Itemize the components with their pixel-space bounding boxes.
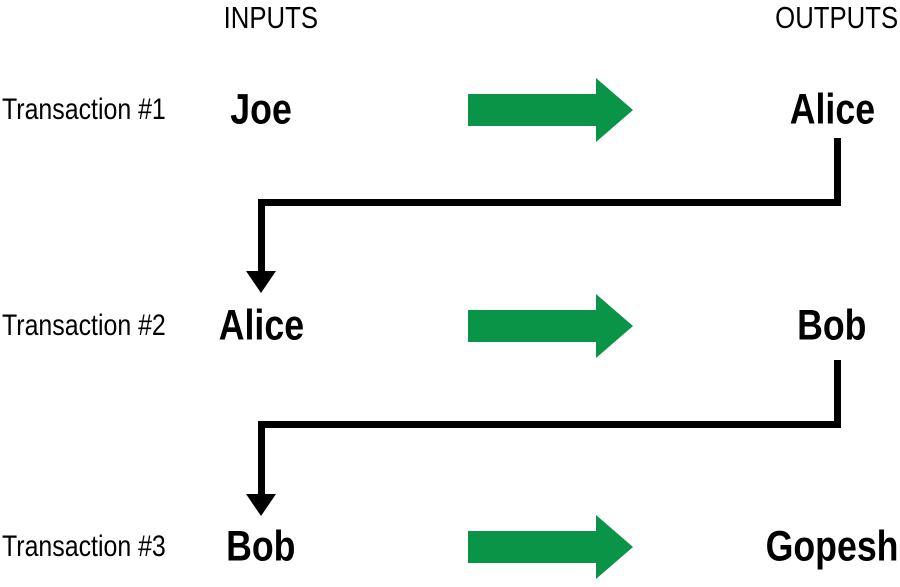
transaction-1-label: Transaction #1 xyxy=(2,93,166,126)
transaction-2-input-name: Alice xyxy=(218,301,304,350)
transaction-1-input-name: Joe xyxy=(230,85,292,134)
connector-line xyxy=(258,421,841,428)
inputs-column-header: INPUTS xyxy=(186,2,356,33)
connector-line xyxy=(258,199,265,271)
flow-arrow-head xyxy=(596,294,633,358)
transaction-row-1: Transaction #1 Joe Alice xyxy=(0,75,900,145)
connector-line xyxy=(834,138,841,206)
connector-line xyxy=(258,421,265,494)
transaction-row-2: Transaction #2 Alice Bob xyxy=(0,291,900,361)
flow-arrow-icon xyxy=(468,294,633,358)
transaction-3-input-name: Bob xyxy=(226,522,296,571)
flow-arrow-icon xyxy=(468,515,633,579)
transaction-3-label: Transaction #3 xyxy=(2,530,166,563)
transaction-row-3: Transaction #3 Bob Gopesh xyxy=(0,512,900,582)
flow-arrow-icon xyxy=(468,78,633,142)
flow-arrow-body xyxy=(468,94,596,126)
flow-arrow-head xyxy=(596,78,633,142)
connector-line xyxy=(258,199,841,206)
outputs-column-header: OUTPUTS xyxy=(750,2,898,33)
inputs-header-label: INPUTS xyxy=(223,0,319,35)
transaction-2-label: Transaction #2 xyxy=(2,309,166,342)
connector-arrowhead-icon xyxy=(246,494,276,516)
transaction-2-output-name: Bob xyxy=(797,301,867,350)
flow-arrow-body xyxy=(468,310,596,342)
outputs-header-label: OUTPUTS xyxy=(775,0,898,35)
connector-arrowhead-icon xyxy=(246,271,276,293)
flow-arrow-body xyxy=(468,531,596,563)
transaction-3-output-name: Gopesh xyxy=(765,522,899,571)
transaction-1-output-name: Alice xyxy=(789,85,875,134)
flow-arrow-head xyxy=(596,515,633,579)
connector-line xyxy=(834,360,841,428)
